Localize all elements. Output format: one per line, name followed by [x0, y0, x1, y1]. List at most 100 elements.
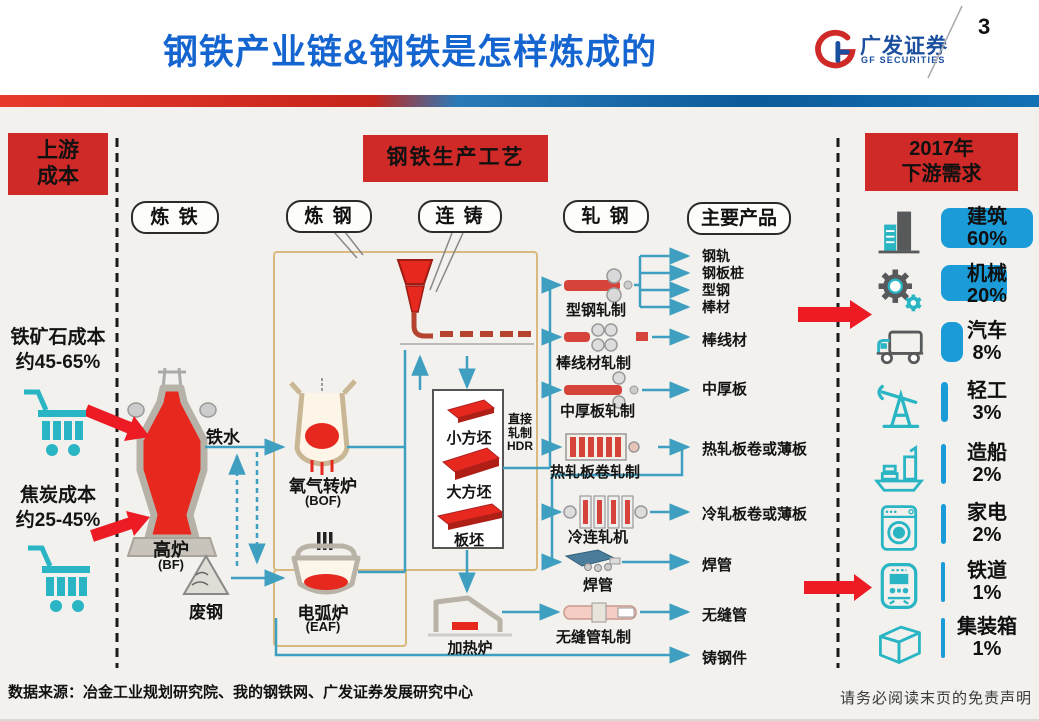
product-label: 中厚板 [702, 381, 748, 398]
demand-bar [941, 562, 945, 602]
stage-main-products: 主要产品 [687, 202, 791, 235]
container-box-icon [869, 616, 929, 668]
upstream-cost-line1: 上游 [37, 138, 79, 162]
demand-label: 汽车 8% [967, 320, 1007, 364]
demand-label: 建筑 60% [966, 206, 1008, 250]
truck-icon [869, 320, 929, 372]
demand-bar [941, 382, 948, 422]
stage-rolling: 轧 钢 [563, 200, 649, 233]
demand-bar [941, 322, 963, 362]
demand-label: 家电 2% [967, 502, 1007, 546]
bof-en-label: (BOF) [304, 493, 342, 508]
demand-bar [941, 504, 946, 544]
stage-ironmaking: 炼 铁 [131, 201, 219, 234]
stage-steelmaking: 炼 钢 [286, 200, 372, 233]
blast-furnace-en-label: (BF) [158, 557, 184, 572]
mill-label: 棒线材轧制 [556, 355, 632, 372]
demand-title-line2: 下游需求 [901, 163, 982, 185]
demand-label: 造船 2% [967, 442, 1007, 486]
blast-furnace-label: 高炉 [153, 540, 189, 560]
hdr-label: 直接 轧制 HDR [507, 412, 533, 453]
product-label: 铸钢件 [702, 650, 748, 667]
cold-mill-icon [563, 495, 648, 529]
bar-wire-mill-icon [564, 323, 648, 352]
building-icon [869, 206, 929, 258]
header [0, 0, 1039, 95]
demand-row-railway: 铁道 1% [865, 560, 1039, 612]
train-icon [869, 560, 929, 612]
demand-row-construction: 建筑 60% [865, 206, 1039, 258]
logo-name-cn: 广发证券 [860, 35, 948, 58]
demand-bar [941, 265, 1007, 301]
hot-strip-mill-icon [565, 433, 640, 461]
demand-row-container: 集装箱 1% [865, 616, 1039, 668]
demand-bar [941, 444, 946, 484]
product-label: 钢板桩 [702, 265, 744, 281]
section-mill-icon [564, 268, 633, 303]
mill-label: 型钢轧制 [566, 302, 627, 319]
product-label: 焊管 [702, 557, 733, 574]
demand-row-light-industry: 轻工 3% [865, 380, 1039, 432]
mill-label: 中厚板轧制 [560, 403, 636, 420]
reheating-furnace-icon [428, 595, 512, 637]
demand-row-auto: 汽车 8% [865, 320, 1039, 372]
gf-logo-icon [812, 28, 858, 74]
pumpjack-icon [869, 380, 929, 432]
cart-icon [16, 380, 94, 458]
product-label: 型钢 [702, 282, 730, 298]
product-label: 钢轨 [702, 248, 730, 264]
logo-diagonal-line [927, 5, 963, 79]
upstream-cost-line2: 成本 [37, 165, 79, 188]
product-label: 无缝管 [702, 607, 748, 624]
bof-converter-icon [289, 378, 357, 475]
demand-row-appliances: 家电 2% [865, 502, 1039, 554]
data-source-note: 数据来源：冶金工业规划研究院、我的钢铁网、广发证券发展研究中心 [8, 684, 474, 701]
demand-title-box: 2017年 下游需求 [865, 133, 1018, 191]
gears-icon [869, 263, 929, 315]
bof-label: 氧气转炉 [289, 477, 357, 496]
demand-label: 集装箱 1% [957, 616, 1017, 660]
demand-label: 机械 20% [966, 263, 1008, 307]
welded-pipe-machine-icon [564, 549, 621, 572]
demand-label: 轻工 3% [967, 380, 1007, 424]
mill-label: 无缝管轧制 [556, 629, 632, 646]
reheating-furnace-label: 加热炉 [447, 640, 493, 657]
product-label: 棒线材 [702, 332, 748, 349]
stage-pointer-lines [333, 231, 464, 293]
blast-furnace-icon [126, 367, 218, 557]
continuous-caster-icon [396, 259, 534, 345]
product-label: 热轧板卷或薄板 [702, 441, 808, 458]
mill-label: 热轧板卷轧制 [550, 464, 641, 481]
process-title-box: 钢铁生产工艺 [363, 135, 548, 182]
eaf-furnace-icon [291, 532, 361, 595]
mill-label: 冷连轧机 [568, 529, 629, 546]
page-title: 钢铁产业链&钢铁是怎样炼成的 [162, 33, 658, 72]
process-title: 钢铁生产工艺 [386, 146, 525, 170]
red-arrows [83, 300, 872, 601]
eaf-en-label: (EAF) [305, 619, 341, 634]
header-divider-bar [0, 95, 1039, 107]
ship-icon [869, 442, 929, 494]
iron-ore-cost-label: 铁矿石成本 约45-65% [10, 327, 106, 373]
product-label: 冷轧板卷或薄板 [702, 506, 808, 523]
demand-row-shipbuilding: 造船 2% [865, 442, 1039, 494]
logo-name-en: GF SECURITIES [861, 55, 946, 65]
demand-bar [941, 208, 1033, 248]
flow-lines [205, 247, 691, 664]
molten-iron-label: 铁水 [206, 428, 240, 447]
slab-label: 板坯 [453, 532, 484, 549]
disclaimer-note: 请务必阅读末页的免责声明 [839, 691, 1032, 707]
upstream-cost-box: 上游 成本 [8, 133, 108, 195]
product-label: 棒材 [702, 299, 730, 315]
mill-label: 焊管 [583, 577, 614, 594]
billet-box [432, 389, 504, 549]
demand-title-line1: 2017年 [909, 138, 974, 160]
stage-casting: 连 铸 [418, 200, 502, 233]
seamless-pipe-mill-icon [563, 602, 637, 623]
cart-icon [20, 536, 98, 614]
page-number: 3 [978, 14, 991, 39]
eaf-label: 电弧炉 [297, 604, 349, 623]
scrap-pile-icon [182, 554, 230, 595]
